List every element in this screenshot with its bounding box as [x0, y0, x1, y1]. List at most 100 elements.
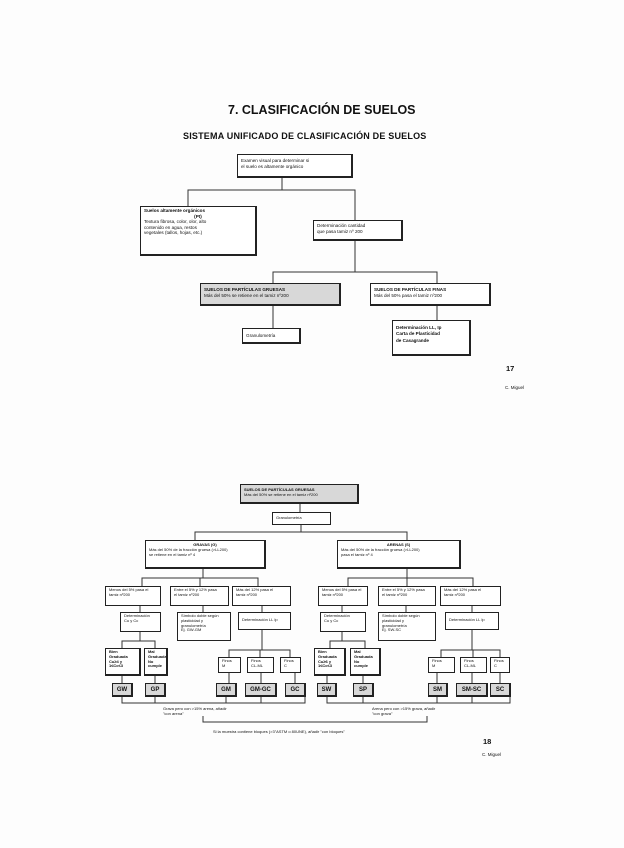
box-line: Más del 50% se retiene en el tamiz nº200: [204, 292, 289, 298]
box-line: Símbolo doble según: [382, 613, 420, 618]
box-line: Cu≥6 y: [318, 658, 332, 664]
box-line: cumple: [354, 663, 369, 669]
symbol-sm: SM: [428, 683, 448, 697]
box-title: Suelos altamente orgánicos: [144, 208, 206, 213]
box-line: Determinación: [124, 613, 150, 618]
box-line: M: [432, 662, 436, 668]
note-line: Grava pero con >15% arena, añadir: [163, 706, 227, 711]
page-title: 7. CLASIFICACIÓN DE SUELOS: [228, 103, 416, 117]
symbol-sc: SC: [490, 683, 511, 697]
box-line: Menos del 5% pasa el: [109, 587, 149, 592]
sand-ll-ip-box: Determinación LL Ip: [445, 612, 499, 630]
box-line: CL-ML: [464, 662, 477, 668]
sands-box: ARENAS (S) Más del 50% de la fracción gr…: [337, 540, 461, 569]
box-title: GRAVAS (G): [193, 542, 217, 547]
box-line: el tamiz nº200: [382, 591, 408, 597]
box-title: SUELOS DE PARTÍCULAS GRUESAS: [244, 487, 315, 492]
author-signature: C. Miguel: [482, 752, 502, 757]
box-line: Símbolo doble según: [181, 613, 219, 618]
box-line: Más del 12% pasa el: [236, 587, 274, 592]
box-line: granulometría: [382, 622, 407, 628]
box-line: cumple: [148, 663, 163, 669]
box-line: Determinación: [324, 613, 350, 618]
box-line: Más del 50% de la fracción gruesa (>LL20…: [149, 546, 228, 552]
box-line: Cu y Cc: [124, 617, 139, 623]
box-line: granulometría: [181, 622, 206, 628]
box-line: Examen visual para determinar si: [241, 158, 310, 163]
box-line: tamiz nº200: [109, 591, 131, 597]
box-line: se retiene en el tamiz nº 4: [149, 551, 196, 557]
sieve-determination-box: Determinación cantidad que pasa tamiz nº…: [313, 220, 403, 241]
box-line: No: [148, 658, 154, 664]
box-line: el tamiz nº200: [174, 591, 200, 597]
symbol-gw: GW: [112, 683, 133, 697]
box-line: CL-ML: [251, 662, 264, 668]
box-line: Graduada: [354, 653, 373, 659]
box-line: Más del 12% pasa el: [444, 587, 482, 592]
box-line: de Casagrande: [396, 337, 429, 343]
sand-note: Arena pero con >15% grava, añadir "con g…: [372, 706, 435, 716]
box-line: C: [494, 662, 497, 668]
box-line: M: [222, 662, 226, 668]
organic-soils-box: Suelos altamente orgánicos (Pt) Textura …: [140, 206, 257, 256]
coarse-soils-box: SUELOS DE PARTÍCULAS GRUESAS Más del 50%…: [200, 283, 341, 306]
granulometry-box: Granulometría: [272, 512, 331, 525]
note-line: Arena pero con >15% grava, añadir: [372, 706, 436, 711]
box-line: Menos del 5% pasa el: [322, 587, 362, 592]
box-line: Granulometría: [276, 515, 302, 520]
box-line: No: [354, 658, 360, 664]
box-line: Determinación LL Ip: [242, 617, 278, 622]
gravel-ll-ip-box: Determinación LL Ip: [238, 612, 291, 630]
box-line: Más del 50% se retiene en el tamiz nº200: [244, 491, 318, 497]
box-line: Finos: [494, 658, 504, 663]
box-line: Textura fibrosa, color, olor, alto: [144, 219, 207, 224]
box-title: SUELOS DE PARTÍCULAS FINAS: [374, 287, 447, 292]
box-symbol: (Pt): [194, 213, 202, 219]
box-line: tamiz nº200: [322, 591, 344, 597]
note-line: "con grava": [372, 711, 393, 717]
symbol-sw: SW: [317, 683, 337, 697]
symbol-gp: GP: [145, 683, 166, 697]
symbol-gm: GM: [216, 683, 237, 697]
symbol-gc: GC: [285, 683, 306, 697]
box-line: 1≤Cc≤3: [318, 663, 332, 669]
box-line: 1≤Cc≤3: [109, 663, 123, 669]
box-title: SUELOS DE PARTÍCULAS GRUESAS: [204, 287, 286, 292]
page-subtitle: SISTEMA UNIFICADO DE CLASIFICACIÓN DE SU…: [183, 131, 427, 141]
box-line: Entre el 5% y 12% pasa: [174, 587, 217, 592]
box-line: Determinación cantidad: [317, 223, 366, 228]
box-line: Graduada: [109, 653, 128, 659]
box-line: Más del 50% de la fracción gruesa (>LL20…: [341, 546, 420, 552]
box-line: Mal: [148, 649, 155, 654]
box-line: Finos: [222, 658, 232, 663]
box-line: Ej. SW-SC: [382, 627, 402, 633]
page-number: 17: [506, 364, 515, 373]
box-line: Más del 50% pasa el tamiz nº200: [374, 292, 443, 298]
box-line: Cu≥4 y: [109, 658, 123, 664]
author-signature: C. Miguel: [505, 385, 525, 390]
box-line: C: [284, 662, 287, 668]
symbol-gm-gc: GM-GC: [245, 683, 277, 697]
box-line: tamiz nº200: [236, 591, 258, 597]
gravels-box: GRAVAS (G) Más del 50% de la fracción gr…: [145, 540, 266, 569]
box-line: Finos: [251, 658, 261, 663]
box-line: contenido en agua, restos: [144, 224, 197, 230]
box-line: el suelo es altamente orgánico: [241, 163, 304, 169]
